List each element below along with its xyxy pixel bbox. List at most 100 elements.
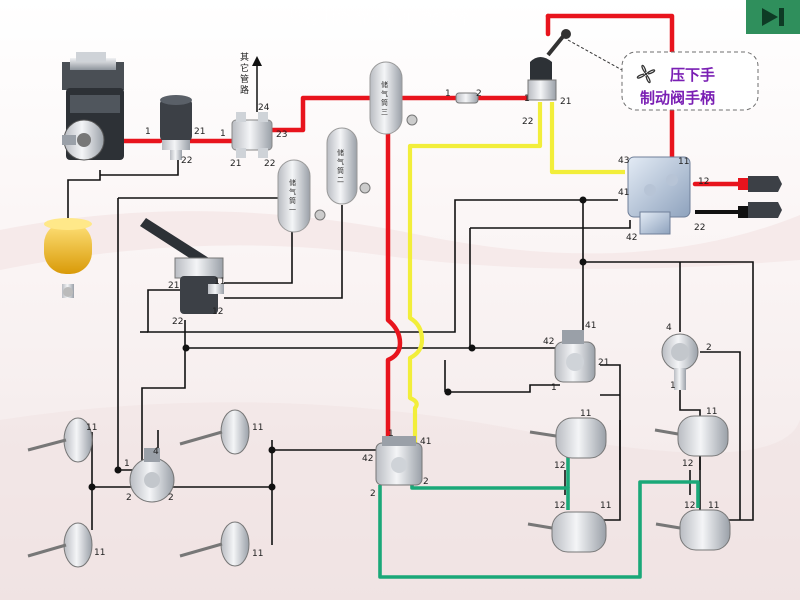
port-label: 11 [708,501,719,511]
svg-text:制动阀手柄: 制动阀手柄 [640,89,715,107]
port-label: 1 [524,94,530,104]
other-lines-arrow [252,56,262,112]
port-label: 12 [698,177,709,187]
port-label: 41 [585,321,596,331]
port-label: 11 [214,277,225,287]
port-label: 11 [86,423,97,433]
brake-chamber-right-top-1 [529,417,607,459]
control-lines-yellow [407,102,625,445]
brake-chamber-left-bottom [27,522,93,568]
port-label: 42 [626,233,637,243]
play-next-button[interactable] [746,0,800,34]
port-label: 12 [212,307,223,317]
port-label: 2 [476,89,482,99]
port-label: 24 [258,103,270,113]
foot-brake-valve [140,218,224,314]
inline-filter [455,92,479,104]
brake-chamber-right-bottom-2 [655,509,731,551]
quick-release-valve-left [129,448,175,503]
callout-press-handbrake: 压下手 制动阀手柄 [567,39,759,111]
port-label: 11 [252,423,263,433]
port-label: 12 [554,461,565,471]
port-label: 4 [666,323,672,333]
port-label: 41 [420,437,431,447]
svg-text:气: 气 [337,157,344,166]
svg-text:储: 储 [289,178,296,187]
port-label: 43 [618,156,629,166]
svg-text:储: 储 [381,80,388,89]
port-label: 22 [264,159,275,169]
port-label: 1 [220,129,226,139]
port-label: 12 [682,459,693,469]
port-label: 22 [181,156,192,166]
port-label: 22 [172,317,183,327]
background-swoosh [0,211,800,270]
port-label: 22 [522,117,533,127]
port-label: 21 [168,281,179,291]
quick-release-valve-right [661,333,699,390]
port-label: 1 [124,459,130,469]
port-label: 11 [94,548,105,558]
port-label: 42 [362,454,373,464]
port-label: 23 [276,130,287,140]
hand-brake-valve [527,29,571,101]
port-label: 1 [670,381,676,391]
port-label: 11 [580,409,591,419]
brake-chamber-mid-bottom [179,521,250,567]
port-label: 2 [370,489,376,499]
brake-chamber-right-top-2 [654,415,729,457]
junction-dots [88,196,587,491]
svg-text:储: 储 [337,148,344,157]
pinwheel-icon [636,64,656,84]
port-label: 21 [560,97,571,107]
svg-text:气: 气 [289,187,296,196]
port-label: 2 [706,343,712,353]
brake-chamber-right-bottom-1 [527,511,607,553]
svg-text:气: 气 [381,89,388,98]
port-label: 1 [445,89,451,99]
port-label: 41 [618,188,629,198]
port-label: 11 [600,501,611,511]
play-skip-icon [762,8,784,26]
port-labels: 1 21 22 1 21 22 23 24 1 2 1 21 22 43 11 … [86,89,719,559]
port-label: 21 [598,358,609,368]
port-label: 4 [153,447,159,457]
port-label: 12 [554,501,565,511]
svg-text:三: 三 [381,108,388,116]
air-dryer [160,95,192,160]
port-label: 2 [168,493,174,503]
brake-chamber-left-top [27,417,93,463]
svg-text:一: 一 [289,206,296,214]
other-lines-label: 其 它 管 路 [240,52,249,96]
brake-chamber-mid-top [179,409,250,455]
port-label: 11 [252,549,263,559]
air-tank-2: 储 气 筒 二 [326,127,371,205]
port-label: 12 [684,501,695,511]
svg-text:管: 管 [240,73,249,85]
port-label: 2 [423,477,429,487]
svg-text:它: 它 [240,62,249,74]
svg-text:其: 其 [240,52,249,63]
port-label: 11 [678,157,689,167]
port-label: 1 [551,383,557,393]
air-tank-3: 储 气 筒 三 [369,61,418,135]
trailer-coupling-black [695,202,782,218]
relay-valve-middle [554,330,596,383]
port-label: 21 [194,127,205,137]
port-label: 2 [126,493,132,503]
air-reservoir-yellow [44,218,92,298]
port-label: 22 [694,223,705,233]
air-compressor [62,52,124,161]
svg-text:二: 二 [337,176,344,184]
port-label: 11 [706,407,717,417]
svg-text:筒: 筒 [381,98,388,107]
relay-valve-center [375,436,423,486]
port-label: 1 [388,429,394,439]
port-label: 42 [543,337,554,347]
trailer-coupling-red [738,176,782,192]
control-lines-black [67,150,754,545]
svg-text:压下手: 压下手 [670,66,715,84]
port-label: 1 [145,127,151,137]
watermark: 99jianzhu.com [290,6,470,31]
